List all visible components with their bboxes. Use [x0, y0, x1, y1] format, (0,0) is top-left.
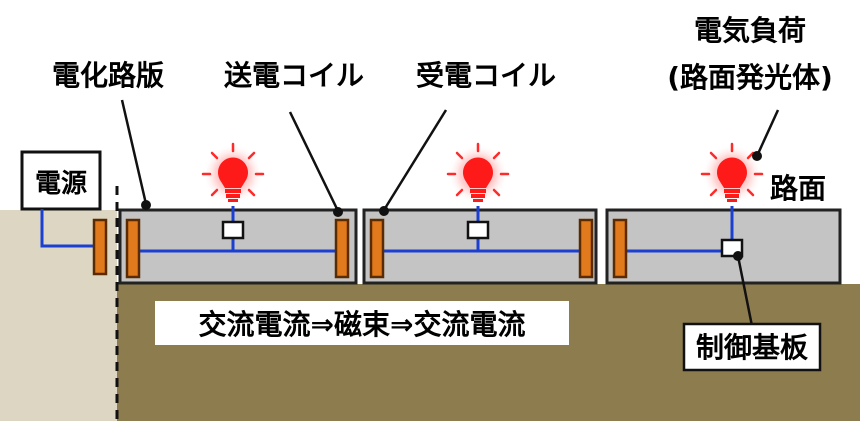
power-source-label: 電源 — [35, 169, 87, 199]
label-electric-load: 電気負荷 — [694, 14, 806, 47]
label-electrified-road-plate: 電化路版 — [52, 59, 164, 92]
leader-control-board — [736, 255, 754, 327]
plate-1-coil-left — [125, 218, 141, 279]
leader-receive-coil — [382, 109, 448, 211]
label-transmit-coil: 送電コイル — [224, 59, 364, 92]
label-road-surface: 路面 — [770, 172, 826, 205]
source-wire — [40, 209, 95, 248]
dot-road-plate — [141, 200, 151, 210]
control-board-label-box — [682, 322, 822, 372]
plate-3-coil-left — [612, 218, 628, 279]
label-flow: 交流電流⇒磁束⇒交流電流 — [199, 308, 526, 341]
plate-2-coil-right — [578, 218, 594, 279]
dot-electric-load — [752, 151, 762, 161]
dot-receive-coil — [379, 206, 389, 216]
source-coil — [92, 218, 108, 276]
dot-transmit-coil — [333, 207, 343, 217]
label-receive-coil: 受電コイル — [416, 59, 556, 92]
label-control-board: 制御基板 — [696, 331, 808, 364]
plate-1-control-board — [221, 220, 245, 240]
leader-road-plate — [120, 99, 148, 205]
power-source-box — [20, 150, 102, 211]
flow-label-box — [155, 301, 569, 345]
light-bulb-icon — [446, 142, 510, 206]
plate-2-coil-left — [369, 218, 385, 279]
leader-electric-load — [755, 109, 780, 157]
light-bulb-icon — [201, 142, 265, 206]
label-electric-load-sub: (路面発光体) — [667, 61, 833, 94]
dot-control-board — [733, 251, 743, 261]
plate-2-control-board — [466, 220, 490, 240]
leader-transmit-coil — [288, 111, 340, 212]
plate-1-coil-right — [334, 218, 350, 279]
